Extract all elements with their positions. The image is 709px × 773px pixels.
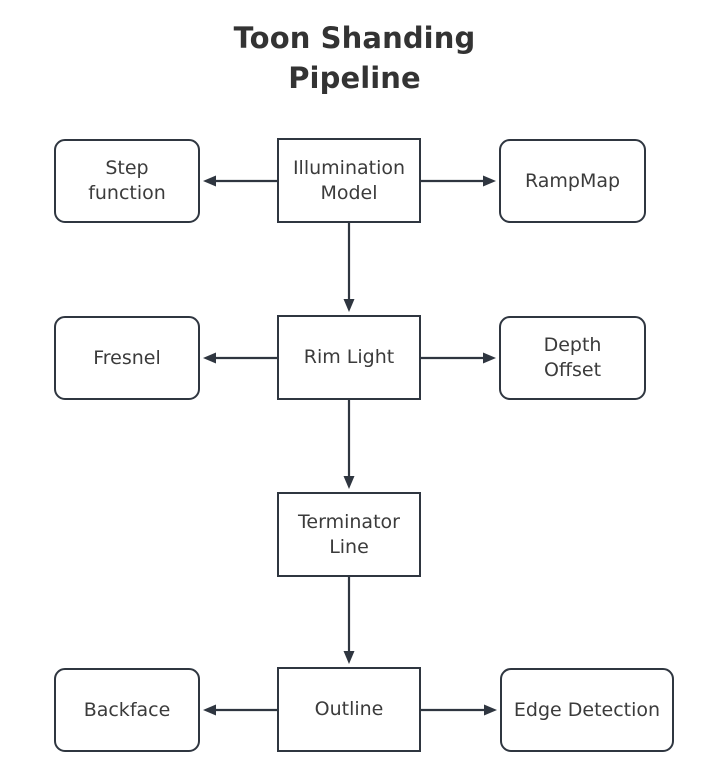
arrowhead-icon — [343, 299, 355, 312]
arrowhead-icon — [483, 175, 496, 187]
node-label: Illumination Model — [292, 156, 406, 204]
arrowhead-icon — [484, 704, 497, 716]
node-depth-offset[interactable]: Depth Offset — [499, 316, 646, 400]
node-edge-detection[interactable]: Edge Detection — [500, 668, 674, 752]
edge-rim-light--depth-offset — [421, 352, 496, 364]
edge-illumination-model--step-function — [203, 175, 277, 187]
node-fresnel[interactable]: Fresnel — [54, 316, 200, 400]
edge-outline--backface — [203, 704, 277, 716]
node-label: Rim Light — [303, 346, 395, 369]
arrowhead-icon — [203, 704, 216, 716]
arrowhead-icon — [343, 651, 355, 664]
node-label: Step function — [88, 157, 166, 204]
node-step-function[interactable]: Step function — [54, 139, 200, 223]
node-label: Fresnel — [93, 346, 161, 369]
arrowhead-icon — [483, 352, 496, 364]
edge-rim-light--terminator-line — [343, 400, 355, 489]
node-label: RampMap — [524, 169, 621, 192]
node-label: Backface — [83, 698, 171, 721]
node-illumination-model[interactable]: Illumination Model — [277, 138, 421, 223]
arrowhead-icon — [343, 476, 355, 489]
edge-outline--edge-detection — [421, 704, 497, 716]
node-rampmap[interactable]: RampMap — [499, 139, 646, 223]
edge-illumination-model--rim-light — [343, 223, 355, 312]
node-label: Edge Detection — [513, 698, 661, 721]
edge-illumination-model--rampmap — [421, 175, 496, 187]
page-title: Toon Shanding Pipeline — [233, 21, 476, 96]
node-terminator-line[interactable]: Terminator Line — [277, 492, 421, 577]
node-rim-light[interactable]: Rim Light — [277, 315, 421, 400]
edge-terminator-line--outline — [343, 577, 355, 664]
node-label: Outline — [314, 698, 384, 721]
node-label: Depth Offset — [543, 334, 602, 381]
edge-rim-light--fresnel — [203, 352, 277, 364]
node-label: Terminator Line — [298, 510, 400, 558]
arrowhead-icon — [203, 352, 216, 364]
node-outline[interactable]: Outline — [277, 667, 421, 752]
node-backface[interactable]: Backface — [54, 668, 200, 752]
arrowhead-icon — [203, 175, 216, 187]
